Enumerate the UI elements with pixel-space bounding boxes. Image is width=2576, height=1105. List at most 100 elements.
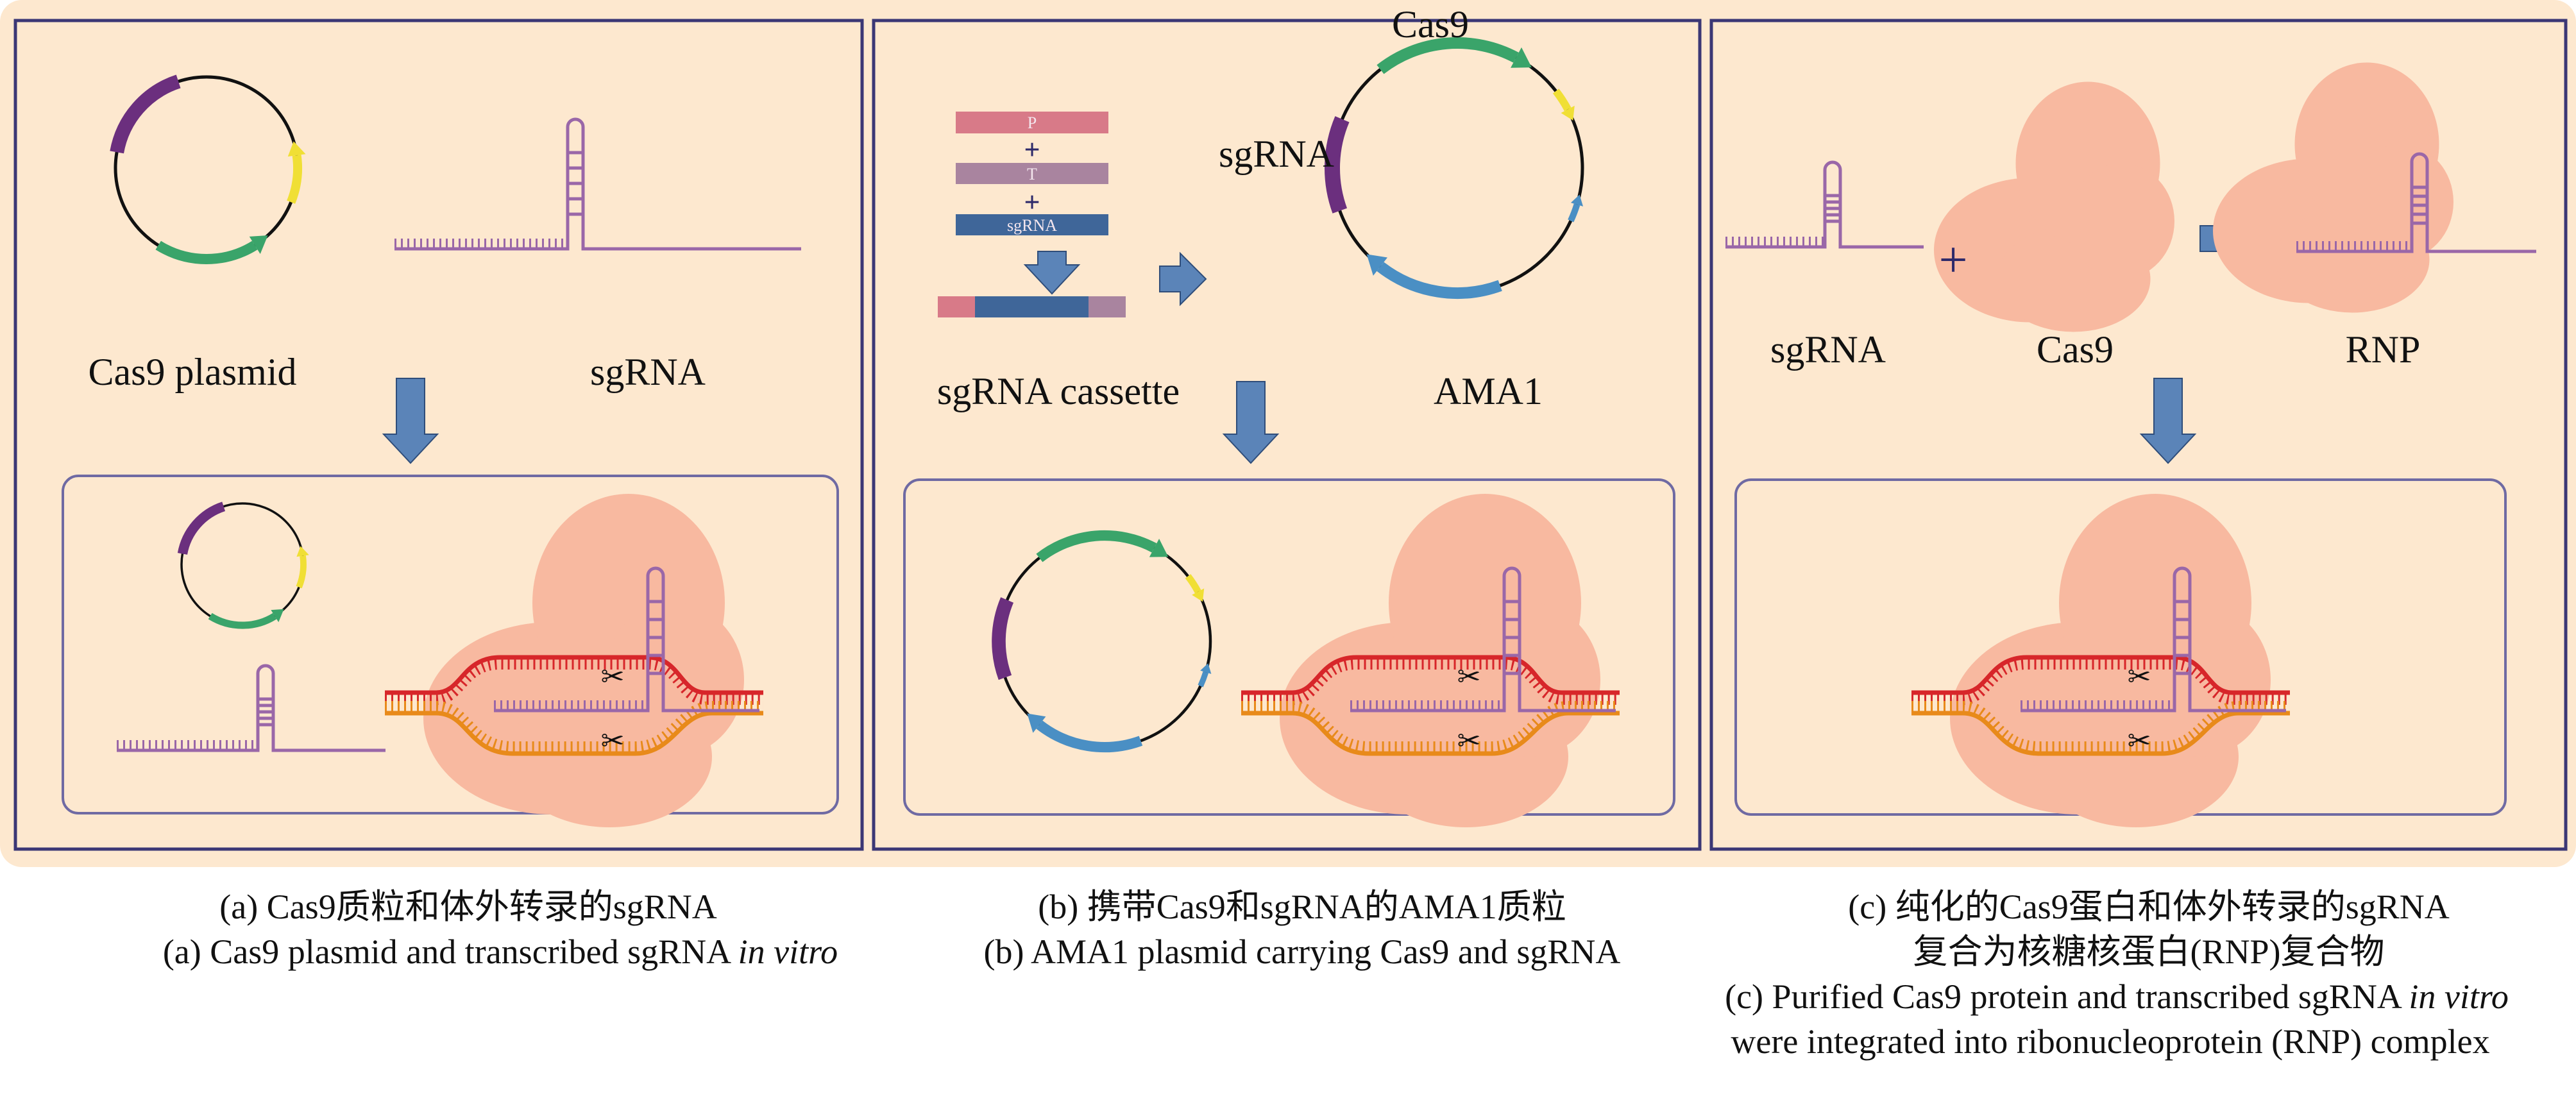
scissors-icon: ✂ — [1457, 661, 1481, 693]
scissors-icon: ✂ — [2128, 661, 2151, 693]
cas9-gene-arrow — [155, 240, 258, 264]
cassette-terminator — [1089, 296, 1126, 317]
cas9-gene-arrow-head — [1511, 47, 1532, 68]
scissors-icon: ✂ — [1457, 725, 1481, 757]
nontarget-dna-strand — [1911, 711, 2290, 756]
cas9-label: Cas9 — [1392, 3, 1469, 46]
sgrna-cassette-arrow-head — [287, 141, 306, 157]
caption-b-english: (b) AMA1 plasmid carrying Cas9 and sgRNA — [984, 932, 1621, 971]
cas9-protein — [423, 494, 744, 827]
protein-lobe — [1459, 603, 1600, 757]
cas9-gene-arrow — [1377, 37, 1519, 74]
marker-arrow-head — [1192, 588, 1205, 602]
ama1-segment-arrow — [1377, 262, 1502, 299]
small-blue-arrow — [1198, 671, 1209, 687]
caption-a-chinese: (a) Cas9质粒和体外转录的sgRNA — [219, 888, 716, 926]
plus-sign: + — [1024, 187, 1040, 218]
target-dna-strand — [385, 655, 763, 695]
cas9-protein — [1280, 494, 1600, 827]
down-arrow-icon — [1222, 381, 1280, 464]
terminator-bar — [956, 163, 1108, 184]
cas9-sgrna-dna-complex: ✂✂ — [1911, 494, 2290, 827]
marker-arrow — [1552, 89, 1572, 112]
panel-a-frame — [13, 19, 864, 851]
caption-c-english-2: were integrated into ribonucleoprotein (… — [1731, 1022, 2489, 1061]
rnp-label: RNP — [2346, 328, 2421, 371]
protein-lobe — [2130, 603, 2271, 757]
cas9-plasmid-label: Cas9 plasmid — [89, 351, 297, 393]
small-blue-arrow-head — [1570, 194, 1584, 207]
sgrna-label: sgRNA — [1219, 133, 1334, 175]
nontarget-dna-strand — [385, 711, 763, 756]
ama1-segment-arrow-head — [1027, 713, 1046, 733]
promoter-bar — [956, 112, 1108, 133]
panel-b-frame — [872, 19, 1702, 851]
terminator-bar-label: T — [1027, 165, 1037, 183]
caption-c-english-text: (c) Purified Cas9 protein and transcribe… — [1725, 977, 2409, 1016]
sgrna-cassette-segment — [992, 597, 1014, 680]
sgrna-cassette-segment — [1325, 116, 1350, 214]
panel-c-frame — [1709, 19, 2568, 851]
scissors-icon: ✂ — [2128, 725, 2151, 757]
ama1-segment-arrow — [1036, 720, 1143, 753]
sgrna-label: sgRNA — [1770, 328, 1886, 371]
cas9-gene-arrow — [1036, 530, 1157, 562]
sgrna-strand — [2021, 566, 2286, 713]
cas9-protein — [1950, 494, 2271, 827]
cas9-sgrna-dna-complex: ✂✂ — [1241, 494, 1620, 827]
sgrna-cassette-arrow — [287, 155, 302, 204]
target-dna-bases — [385, 659, 763, 705]
caption-c-chinese-2: 复合为核糖核蛋白(RNP)复合物 — [1913, 932, 2384, 971]
target-dna-strand — [1911, 655, 2290, 695]
caption-a-english-text: (a) Cas9 plasmid and transcribed sgRNA — [163, 932, 738, 971]
small-blue-arrow-head — [1200, 663, 1212, 674]
caption-a-english: (a) Cas9 plasmid and transcribed sgRNA i… — [163, 932, 838, 971]
caption-a-italic: in vitro — [738, 932, 838, 971]
ama1-label: AMA1 — [1434, 370, 1543, 412]
caption-c-italic: in vitro — [2409, 977, 2509, 1016]
down-arrow-icon — [1023, 251, 1081, 295]
cas9-gene-arrow-head — [271, 609, 284, 623]
scissors-icon: ✂ — [601, 661, 625, 693]
cas9-protein — [1934, 81, 2174, 332]
sgrna-molecule — [394, 117, 801, 251]
sgrna-cassette-arrow-head — [296, 546, 309, 557]
target-dna-strand — [1241, 655, 1620, 695]
cas9-gene-arrow-head — [249, 235, 268, 254]
nontarget-dna-strand — [1241, 711, 1620, 756]
caption-b-chinese: (b) 携带Cas9和sgRNA的AMA1质粒 — [1038, 888, 1566, 926]
sgrna-cassette-label: sgRNA cassette — [937, 370, 1180, 412]
target-dna-bases — [1241, 659, 1620, 705]
promoter-bar-label: P — [1028, 114, 1037, 132]
sgrna-strand — [1725, 160, 1924, 249]
ama1-segment-arrow-head — [1366, 254, 1388, 276]
cassette-promoter — [938, 296, 975, 317]
guide-rna-in-complex — [494, 566, 759, 713]
promoter-segment — [110, 74, 181, 154]
right-arrow-icon — [1159, 251, 1207, 307]
down-arrow-icon — [2139, 378, 2197, 464]
plus-sign: + — [1938, 232, 1967, 289]
cassette-sgrna — [975, 296, 1089, 317]
sgrna-cassette-arrow — [296, 555, 307, 589]
sgrna-in-rnp — [2296, 152, 2536, 253]
protein-lobe — [2069, 164, 2174, 279]
sgrna-bar-label: sgRNA — [1007, 216, 1057, 235]
protein-lobe — [603, 603, 744, 757]
panel-a-cell-box — [62, 475, 839, 814]
sgrna-strand — [117, 664, 386, 752]
cas9-gene-arrow — [208, 612, 277, 629]
cas9-sgrna-dna-complex: ✂✂ — [385, 494, 763, 827]
promoter-segment — [177, 502, 226, 555]
caption-c-chinese-1: (c) 纯化的Cas9蛋白和体外转录的sgRNA — [1848, 888, 2449, 926]
scissors-icon: ✂ — [601, 725, 625, 757]
marker-arrow — [1185, 574, 1201, 594]
sgrna-strand — [2296, 152, 2536, 253]
cas9-gene-arrow-head — [1149, 539, 1169, 557]
target-dna-bases — [1911, 659, 2290, 705]
panel-b-cell-box — [903, 478, 1675, 816]
sgrna-strand — [1350, 566, 1616, 713]
sgrna-strand — [494, 566, 759, 713]
sgrna-strand — [394, 117, 801, 251]
diagram-shapes: ✂✂✂✂✂✂ — [110, 37, 2536, 827]
